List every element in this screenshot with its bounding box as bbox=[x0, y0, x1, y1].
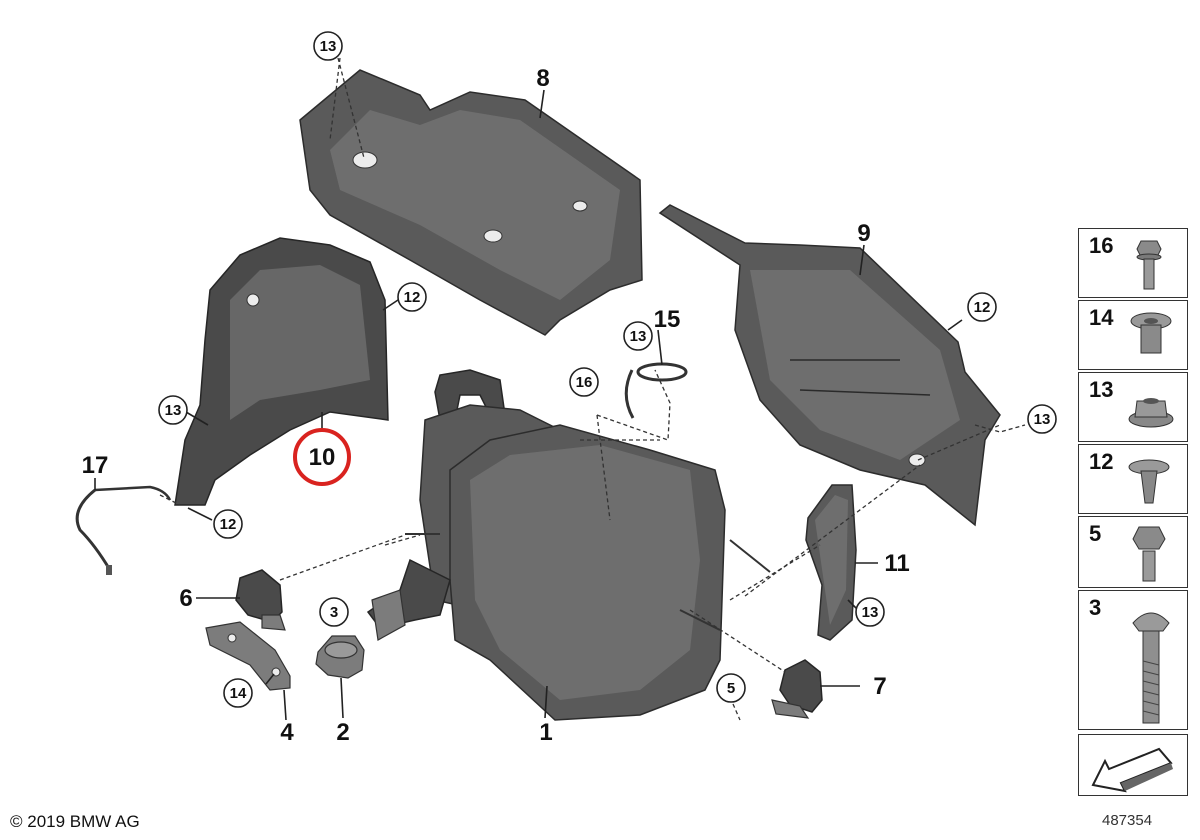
circled-callout-12-right[interactable]: 12 bbox=[967, 292, 997, 322]
svg-text:3: 3 bbox=[330, 604, 338, 621]
fastener-legend: 16 14 13 12 5 bbox=[1078, 228, 1190, 808]
legend-item-12[interactable]: 12 bbox=[1078, 444, 1188, 514]
rubber-mount-7[interactable] bbox=[771, 659, 823, 719]
carriage-bolt-icon bbox=[1132, 612, 1170, 724]
svg-text:13: 13 bbox=[862, 604, 879, 621]
flange-nut-icon bbox=[1128, 398, 1174, 428]
circled-callout-13-top[interactable]: 13 bbox=[313, 31, 343, 61]
svg-text:16: 16 bbox=[576, 374, 593, 391]
svg-text:13: 13 bbox=[320, 38, 337, 55]
circled-callout-5[interactable]: 5 bbox=[716, 673, 746, 703]
callout-labels: 8 9 15 17 6 11 7 4 2 1 10 bbox=[82, 65, 910, 746]
legend-item-13[interactable]: 13 bbox=[1078, 372, 1188, 442]
copyright-text: © 2019 BMW AG bbox=[10, 812, 140, 831]
svg-text:12: 12 bbox=[974, 299, 991, 316]
circled-callout-16[interactable]: 16 bbox=[569, 367, 599, 397]
circled-callout-13-left[interactable]: 13 bbox=[158, 395, 188, 425]
callout-1[interactable]: 1 bbox=[539, 719, 552, 746]
circled-callout-12-left-top[interactable]: 12 bbox=[397, 282, 427, 312]
svg-text:14: 14 bbox=[230, 685, 247, 702]
legend-item-16[interactable]: 16 bbox=[1078, 228, 1188, 298]
callout-15[interactable]: 15 bbox=[654, 306, 681, 333]
direction-arrow-icon bbox=[1091, 747, 1173, 793]
rubber-mount-6[interactable] bbox=[235, 569, 286, 631]
rear-muffler-1[interactable] bbox=[366, 369, 771, 721]
circled-callout-13-right[interactable]: 13 bbox=[1027, 404, 1057, 434]
callout-4[interactable]: 4 bbox=[280, 719, 294, 746]
svg-text:13: 13 bbox=[1034, 411, 1051, 428]
legend-item-arrow[interactable] bbox=[1078, 734, 1188, 796]
svg-text:12: 12 bbox=[404, 289, 421, 306]
heat-shield-10[interactable] bbox=[174, 237, 389, 506]
heat-shield-11[interactable] bbox=[805, 484, 857, 641]
circled-callout-3[interactable]: 3 bbox=[319, 597, 349, 627]
cable-15[interactable] bbox=[636, 362, 688, 382]
callout-7[interactable]: 7 bbox=[873, 673, 886, 700]
circled-callout-13-lower-right[interactable]: 13 bbox=[855, 597, 885, 627]
legend-item-5[interactable]: 5 bbox=[1078, 516, 1188, 588]
highlight-ring-10 bbox=[293, 428, 351, 486]
spring-nut-icon bbox=[1128, 459, 1170, 504]
callout-9[interactable]: 9 bbox=[857, 220, 870, 247]
image-number: 487354 bbox=[1102, 812, 1153, 829]
legend-item-14[interactable]: 14 bbox=[1078, 300, 1188, 370]
callout-17[interactable]: 17 bbox=[82, 452, 109, 479]
heat-shield-9[interactable] bbox=[658, 204, 1001, 527]
circled-callout-13-center[interactable]: 13 bbox=[623, 321, 653, 351]
callout-2[interactable]: 2 bbox=[336, 719, 349, 746]
svg-text:12: 12 bbox=[220, 516, 237, 533]
torx-bolt-icon bbox=[1136, 240, 1162, 290]
circled-callout-14[interactable]: 14 bbox=[223, 678, 253, 708]
callout-8[interactable]: 8 bbox=[536, 65, 549, 92]
clamp-2[interactable] bbox=[315, 635, 365, 679]
callout-10[interactable]: 10 bbox=[309, 444, 336, 471]
svg-text:5: 5 bbox=[727, 680, 735, 697]
collar-nut-icon bbox=[1130, 312, 1172, 354]
heat-shield-8[interactable] bbox=[299, 69, 643, 336]
ground-cable-17[interactable] bbox=[75, 485, 172, 575]
svg-text:13: 13 bbox=[165, 402, 182, 419]
cable-16[interactable] bbox=[624, 369, 635, 419]
circled-callouts: 13 12 13 12 13 16 12 13 bbox=[158, 31, 1057, 708]
assembly-lines bbox=[159, 57, 1026, 721]
legend-item-3[interactable]: 3 bbox=[1078, 590, 1188, 730]
leader-lines bbox=[94, 89, 963, 721]
circled-callout-12-left-bottom[interactable]: 12 bbox=[213, 509, 243, 539]
callout-6[interactable]: 6 bbox=[179, 585, 192, 612]
svg-text:13: 13 bbox=[630, 328, 647, 345]
bracket-4[interactable] bbox=[205, 621, 291, 691]
callout-11[interactable]: 11 bbox=[884, 550, 909, 577]
hex-bolt-icon bbox=[1132, 526, 1166, 582]
